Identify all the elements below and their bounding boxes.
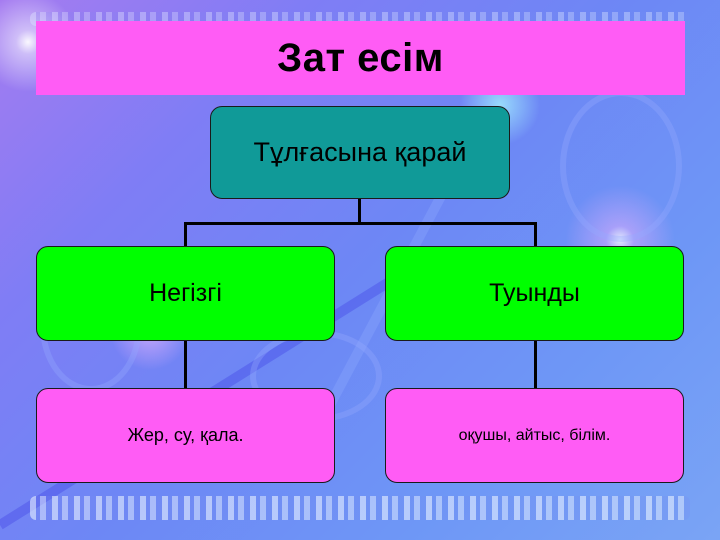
connector-left-down <box>184 222 187 247</box>
leaf-node-examples-tuyndy: оқушы, айтыс, білім. <box>385 388 684 483</box>
connector-root-down <box>358 199 361 224</box>
slide-title: Зат есім <box>277 35 444 80</box>
title-banner: Зат есім <box>36 21 685 95</box>
root-node-label: Тұлғасына қарай <box>253 137 467 167</box>
connector-right-down <box>534 222 537 247</box>
leaf-node-label: оқушы, айтыс, білім. <box>458 426 611 444</box>
branch-node-label: Туынды <box>489 279 580 307</box>
connector-right-leaf <box>534 340 537 389</box>
branch-node-negizgi: Негізгі <box>36 246 335 341</box>
connector-horizontal <box>184 222 537 225</box>
root-node: Тұлғасына қарай <box>210 106 510 199</box>
branch-node-label: Негізгі <box>149 279 222 307</box>
bottom-ornament-border <box>30 496 690 520</box>
leaf-node-examples-negizgi: Жер, су, қала. <box>36 388 335 483</box>
leaf-node-label: Жер, су, қала. <box>127 425 244 445</box>
background-swirl <box>560 90 682 242</box>
connector-left-leaf <box>184 340 187 389</box>
branch-node-tuyndy: Туынды <box>385 246 684 341</box>
